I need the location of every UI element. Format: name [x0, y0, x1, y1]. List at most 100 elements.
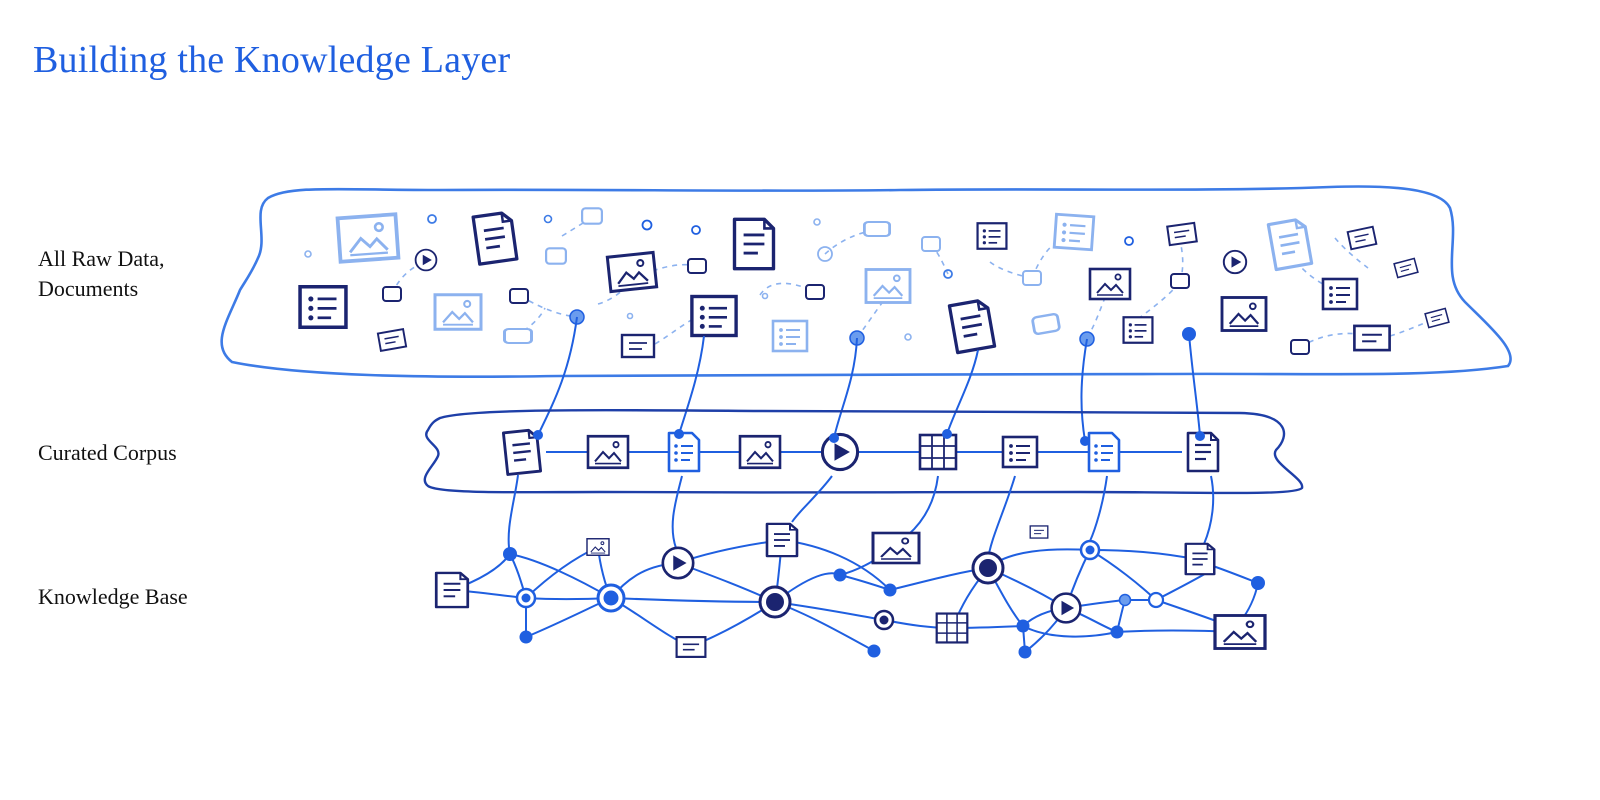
- corpus-image-icon: [586, 434, 630, 470]
- corpus-connector-node: [533, 430, 543, 440]
- kb-node: [1110, 625, 1124, 639]
- raw-card-icon: [1346, 225, 1378, 251]
- kb-hub-node-core: [766, 593, 784, 611]
- raw-chip-icon-faded: [503, 327, 533, 345]
- kb-node: [503, 547, 517, 561]
- curated-corpus-outline: [423, 408, 1304, 495]
- corpus-list-doc-icon: [667, 431, 701, 473]
- page-title: Building the Knowledge Layer: [33, 39, 511, 81]
- corpus-connector-node: [1080, 436, 1090, 446]
- raw-dot: [543, 214, 553, 224]
- corpus-connector-node: [942, 429, 952, 439]
- kb-node: [1018, 645, 1032, 659]
- raw-data-outline: [220, 185, 1512, 378]
- kb-play-icon: [1050, 592, 1082, 624]
- raw-chip-icon-faded: [544, 247, 568, 265]
- kb-hub-node-core: [979, 559, 997, 577]
- raw-play-icon: [414, 248, 438, 272]
- layer-label-curated-corpus: Curated Corpus: [38, 440, 177, 465]
- raw-image-icon: [1088, 267, 1132, 301]
- raw-dot: [943, 269, 953, 279]
- kb-image-icon: [1213, 613, 1267, 651]
- raw-dot: [817, 246, 833, 262]
- corpus-play-icon: [820, 432, 860, 472]
- raw-card-icon: [1166, 221, 1198, 247]
- raw-chip-icon-faded: [1022, 270, 1042, 286]
- kb-node: [883, 583, 897, 597]
- raw-document-icon: [947, 297, 997, 355]
- corpus-list-icon: [1001, 435, 1039, 469]
- raw-image-icon-faded: [864, 268, 912, 304]
- corpus-connector-node: [829, 433, 839, 443]
- raw-list-icon: [976, 222, 1008, 250]
- kb-document-icon: [1184, 542, 1216, 576]
- raw-card-icon: [1393, 257, 1419, 279]
- raw-document-icon: [471, 210, 519, 266]
- raw-list-icon: [1122, 316, 1154, 344]
- raw-data-cloud: [220, 185, 1512, 378]
- raw-card-icon: [1353, 324, 1391, 352]
- raw-to-corpus-links: [537, 316, 1201, 442]
- raw-dot: [641, 219, 653, 231]
- raw-card-icon: [376, 328, 408, 352]
- kb-node: [1118, 593, 1132, 607]
- raw-list-icon: [1321, 277, 1359, 311]
- raw-document-icon: [732, 217, 776, 271]
- raw-chip-icon: [1170, 273, 1190, 289]
- corpus-connector-node: [674, 429, 684, 439]
- kb-node: [833, 568, 847, 582]
- raw-chip-icon-faded: [863, 220, 891, 238]
- raw-dot: [304, 250, 312, 258]
- kb-node-hollow: [1147, 591, 1165, 609]
- raw-dot: [761, 292, 769, 300]
- raw-image-icon: [1220, 296, 1268, 332]
- kb-image-icon: [586, 538, 610, 556]
- raw-document-icon-faded: [1266, 216, 1314, 272]
- corpus-image-icon: [738, 434, 782, 470]
- raw-list-icon: [298, 284, 348, 330]
- raw-list-icon: [690, 294, 738, 338]
- kb-node: [519, 630, 533, 644]
- kb-edges: [451, 539, 1259, 653]
- kb-node: [1251, 576, 1265, 590]
- raw-play-icon: [1222, 249, 1248, 275]
- kb-image-icon: [871, 531, 921, 565]
- raw-chip-icon-faded: [1030, 312, 1062, 336]
- kb-table-icon: [935, 612, 969, 644]
- raw-card-icon: [1424, 307, 1450, 329]
- raw-list-icon-faded: [1052, 212, 1096, 252]
- corpus-table-icon: [918, 433, 958, 471]
- raw-list-icon-faded: [771, 319, 809, 353]
- kb-document-icon: [434, 571, 470, 609]
- raw-dot: [1124, 236, 1134, 246]
- kb-card-icon: [1029, 525, 1049, 539]
- raw-chip-icon: [687, 258, 707, 274]
- layer-label-knowledge-base: Knowledge Base: [38, 584, 188, 609]
- layer-label-raw-data-line2: Documents: [38, 276, 139, 301]
- raw-chip-icon: [1290, 339, 1310, 355]
- kb-hub-node-core: [1085, 545, 1095, 555]
- layer-label-raw-data: All Raw Data, Documents: [38, 244, 238, 304]
- raw-card-icon: [620, 333, 656, 359]
- corpus-to-kb-links: [507, 474, 1215, 561]
- raw-chip-icon: [805, 284, 825, 300]
- kb-document-icon: [765, 522, 799, 558]
- kb-hub-node-core: [603, 590, 619, 606]
- kb-hub-node-core: [521, 593, 531, 603]
- raw-dot: [813, 218, 821, 226]
- kb-hub-node-core: [879, 615, 889, 625]
- raw-image-icon-faded: [433, 293, 483, 331]
- curated-corpus-band: [423, 408, 1304, 495]
- raw-dot: [626, 312, 634, 320]
- raw-image-icon-faded: [335, 212, 401, 264]
- kb-card-icon: [675, 636, 707, 658]
- raw-chip-icon: [382, 286, 402, 302]
- kb-node: [1016, 619, 1030, 633]
- kb-nodes: [503, 539, 1265, 659]
- raw-dot: [691, 225, 701, 235]
- corpus-list-doc-icon: [1087, 431, 1121, 473]
- raw-dot: [904, 333, 912, 341]
- raw-chip-icon-faded: [921, 236, 941, 252]
- raw-chip-icon: [509, 288, 529, 304]
